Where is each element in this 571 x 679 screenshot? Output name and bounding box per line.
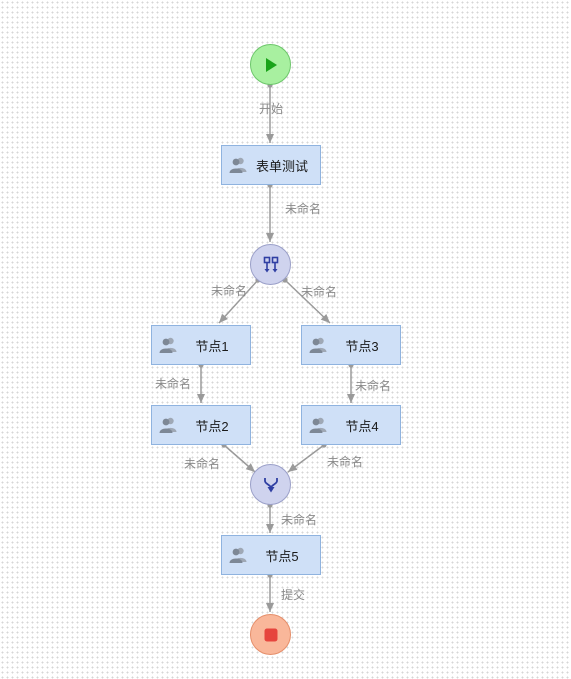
- fork-gateway[interactable]: [250, 244, 291, 285]
- end-event[interactable]: [250, 614, 291, 655]
- task-label: 节点2: [195, 418, 229, 434]
- edge-label: 未命名: [281, 512, 317, 527]
- edge-n1-n2[interactable]: 未命名: [155, 362, 205, 403]
- user-group-icon: [159, 417, 177, 433]
- task-node-2[interactable]: 节点2: [151, 405, 251, 445]
- edge-label: 未命名: [155, 376, 191, 391]
- join-gateway[interactable]: [250, 464, 291, 505]
- edge-label: 未命名: [285, 201, 321, 216]
- stop-icon: [264, 628, 277, 641]
- task-node-1[interactable]: 节点1: [151, 325, 251, 365]
- edge-label: 未命名: [184, 456, 220, 471]
- edge-start-form[interactable]: 开始: [259, 82, 283, 143]
- edge-label: 未命名: [211, 283, 247, 298]
- task-label: 节点4: [345, 418, 379, 434]
- task-node-3[interactable]: 节点3: [301, 325, 401, 365]
- edge-line[interactable]: [287, 444, 325, 473]
- play-icon: [265, 57, 277, 72]
- edge-n4-join[interactable]: 未命名: [287, 442, 363, 473]
- edge-label: 未命名: [355, 378, 391, 393]
- edge-n2-join[interactable]: 未命名: [184, 442, 256, 473]
- edge-label: 未命名: [327, 454, 363, 469]
- user-group-icon: [229, 547, 247, 563]
- user-group-icon: [159, 337, 177, 353]
- edge-label: 开始: [259, 102, 283, 116]
- user-group-icon: [229, 157, 247, 173]
- task-label: 节点5: [265, 548, 299, 564]
- start-event[interactable]: [250, 44, 291, 85]
- task-label: 表单测试: [255, 158, 308, 174]
- user-group-icon: [309, 417, 327, 433]
- edge-n5-end[interactable]: 提交: [266, 572, 305, 612]
- task-node-form[interactable]: 表单测试: [221, 145, 321, 185]
- task-label: 节点1: [195, 338, 229, 354]
- edge-join-n5[interactable]: 未命名: [266, 502, 317, 533]
- edge-n3-n4[interactable]: 未命名: [347, 362, 391, 403]
- edge-fork-n3[interactable]: 未命名: [282, 277, 337, 324]
- merge-icon: [263, 477, 278, 492]
- user-group-icon: [309, 337, 327, 353]
- edge-line[interactable]: [284, 279, 331, 324]
- edge-label: 未命名: [301, 284, 337, 299]
- edge-line[interactable]: [218, 279, 259, 324]
- edge-label: 提交: [281, 587, 305, 602]
- fork-icon: [263, 256, 278, 272]
- task-label: 节点3: [345, 338, 379, 354]
- edge-form-fork[interactable]: 未命名: [266, 182, 321, 242]
- edge-fork-n1[interactable]: 未命名: [211, 277, 261, 324]
- edge-line[interactable]: [223, 444, 256, 473]
- task-node-4[interactable]: 节点4: [301, 405, 401, 445]
- task-node-5[interactable]: 节点5: [221, 535, 321, 575]
